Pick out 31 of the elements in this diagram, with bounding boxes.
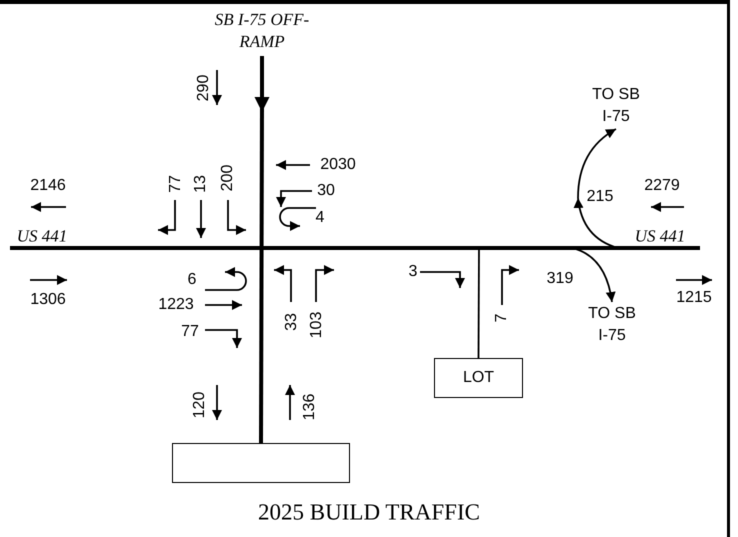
traffic-volume: 2030 xyxy=(320,157,356,173)
traffic-volume: 290 xyxy=(196,74,212,102)
traffic-volume: 1223 xyxy=(158,297,194,313)
traffic-volume: 30 xyxy=(317,183,335,199)
connector-line xyxy=(259,104,264,443)
traffic-volume: 1215 xyxy=(676,290,712,306)
road-destination-label: TO SB I-75 xyxy=(583,302,641,348)
connector-line xyxy=(478,248,480,358)
traffic-volume: 120 xyxy=(192,392,208,418)
traffic-volume: 13 xyxy=(193,175,209,193)
traffic-volume: 4 xyxy=(316,210,324,226)
traffic-volume: 103 xyxy=(309,312,325,338)
road-destination-label: TO SB I-75 xyxy=(587,83,645,129)
traffic-volume: 77 xyxy=(168,175,184,193)
arrow xyxy=(574,128,618,249)
traffic-volume: 200 xyxy=(220,164,236,192)
road-name: US 441 xyxy=(634,228,686,244)
traffic-volume: 136 xyxy=(302,394,318,420)
traffic-volume: 3 xyxy=(408,264,418,280)
traffic-volume: 2146 xyxy=(30,178,66,194)
road-destination-label: SB I-75 OFF-RAMP xyxy=(210,6,314,56)
building-box xyxy=(172,443,350,483)
traffic-volume: 7 xyxy=(494,314,510,322)
title: 2025 BUILD TRAFFIC xyxy=(258,500,480,524)
road-name: US 441 xyxy=(16,228,68,244)
traffic-volume: 77 xyxy=(181,324,199,340)
traffic-volume: 33 xyxy=(284,313,300,331)
traffic-volume: 1306 xyxy=(30,292,66,308)
lot-box: LOT xyxy=(434,358,523,398)
traffic-volume: 6 xyxy=(188,272,196,288)
traffic-volume: 2279 xyxy=(644,178,680,194)
